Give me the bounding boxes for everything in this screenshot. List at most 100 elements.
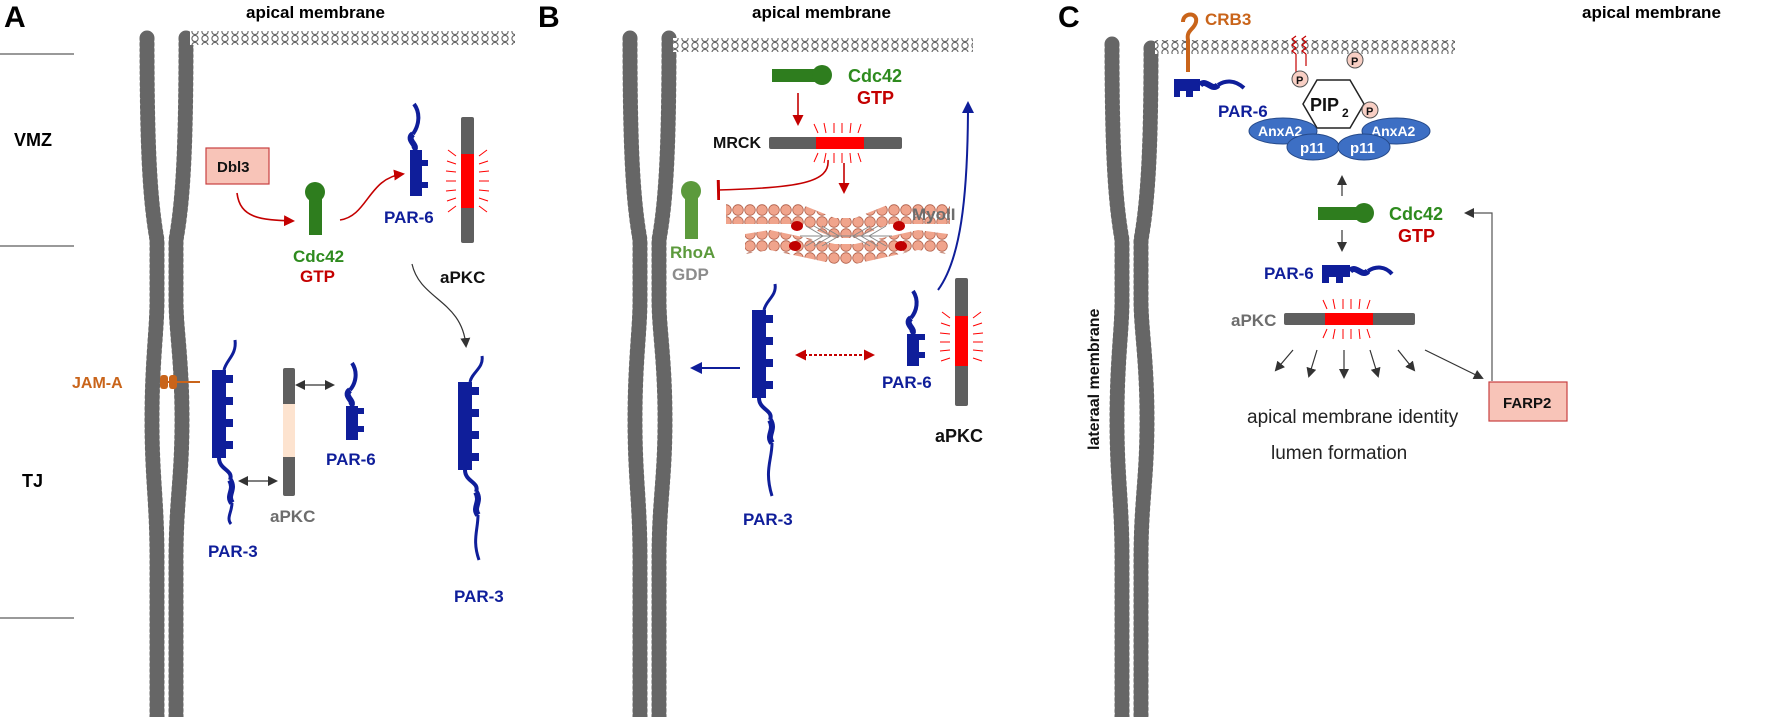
lipid-tails <box>1291 35 1307 76</box>
lateral-membrane-left <box>622 30 648 717</box>
par6-protein-c-top <box>1174 79 1246 97</box>
apical-membrane-label-c: apical membrane <box>1582 3 1721 22</box>
p11-right <box>1337 133 1391 161</box>
mrck-activity-rays <box>813 122 862 164</box>
apkc-to-par3-arrow <box>411 263 471 348</box>
phosphate-3-label: P <box>1366 106 1373 118</box>
farp2-box <box>1488 381 1568 422</box>
mrck-active-domain <box>816 137 864 149</box>
rhoa-stalk <box>685 194 698 239</box>
farp2-label: FARP2 <box>1503 395 1551 412</box>
apical-membrane-label-a: apical membrane <box>246 3 385 22</box>
cdc42-label-a: Cdc42 <box>293 247 344 266</box>
cdc42-to-par6-arrow <box>339 169 405 221</box>
apkc-label-a-mid: aPKC <box>270 507 315 526</box>
pip2-hexagon <box>1302 79 1365 129</box>
zone-label-tj: TJ <box>22 471 43 491</box>
gdp-label: GDP <box>672 265 709 284</box>
gtp-label-c: GTP <box>1398 226 1435 246</box>
apkc-activity-rays-c <box>1322 298 1371 340</box>
cdc42-head <box>305 182 325 202</box>
lateral-membrane-label: lateraal membrane <box>1086 308 1103 450</box>
lateral-membrane-left <box>139 30 165 717</box>
par6-protein-top <box>407 102 428 196</box>
phosphate-2 <box>1346 51 1364 69</box>
par3-protein-left <box>212 339 237 525</box>
pip2-label: PIP <box>1310 95 1339 115</box>
apkc-label-a-top: aPKC <box>440 268 485 287</box>
cdc42-head-b <box>812 65 832 85</box>
myoii-label: MyoII <box>912 205 955 224</box>
farp2-to-cdc42-arrow <box>1464 208 1493 381</box>
cdc42-label-b: Cdc42 <box>848 66 902 86</box>
panel-letter-b: B <box>538 1 560 34</box>
zone-label-vmz: VMZ <box>14 130 52 150</box>
anxa2-left-label: AnxA2 <box>1258 123 1303 139</box>
lateral-membrane-right <box>1133 40 1159 717</box>
apkc-active-domain-top <box>461 154 474 208</box>
rhoa-head <box>681 181 701 201</box>
par6-label-a-top: PAR-6 <box>384 208 434 227</box>
cdc42-head-c <box>1354 203 1374 223</box>
par3-label-b: PAR-3 <box>743 510 793 529</box>
rhoa-label: RhoA <box>670 243 715 262</box>
mrck-inhibits-rhoa <box>716 159 829 201</box>
par6-label-a-mid: PAR-6 <box>326 450 376 469</box>
lateral-membrane-right <box>168 30 194 717</box>
apkc-activity-rays-top <box>445 149 490 213</box>
par6-protein-mid <box>344 361 364 440</box>
panel-c: C apical membrane lateraal membrane CRB3… <box>1058 1 1721 717</box>
phosphate-1-label: P <box>1296 75 1303 87</box>
par6-protein-c-mid <box>1322 265 1394 283</box>
lateral-membrane-left <box>1104 36 1130 717</box>
apical-membrane-a <box>190 31 515 45</box>
apical-membrane-label-b: apical membrane <box>752 3 891 22</box>
cdc42-stalk-b <box>772 69 817 82</box>
jama-protein <box>160 375 200 389</box>
phosphate-2-label: P <box>1351 56 1358 68</box>
pip2-subscript: 2 <box>1342 106 1349 120</box>
par6-label-c-top: PAR-6 <box>1218 102 1268 121</box>
cdc42-stalk <box>309 194 322 235</box>
apkc-active-domain-b <box>955 316 968 366</box>
dbl3-label: Dbl3 <box>217 159 250 176</box>
par3-label-a-left: PAR-3 <box>208 542 258 561</box>
phosphate-3 <box>1361 101 1379 119</box>
par3-protein-b <box>752 283 777 497</box>
myosin-ii-filament <box>726 204 950 264</box>
cdc42-label-c: Cdc42 <box>1389 204 1443 224</box>
phosphate-1 <box>1291 70 1309 88</box>
jama-label: JAM-A <box>72 375 123 392</box>
apkc-inactive-domain-mid <box>283 404 295 457</box>
apkc-label-b: aPKC <box>935 426 983 446</box>
anxa2-right-label: AnxA2 <box>1371 123 1416 139</box>
par6-label-c-mid: PAR-6 <box>1264 264 1314 283</box>
apkc-output-arrows <box>1274 349 1484 379</box>
panel-b: B apical membrane Cdc42 GTP MRCK RhoA GD… <box>538 1 984 717</box>
p11-right-label: p11 <box>1350 140 1375 157</box>
outcome-lumen-formation: lumen formation <box>1271 443 1407 464</box>
panel-a: A apical membrane VMZ TJ Dbl3 Cdc42 GTP … <box>0 1 515 717</box>
par6-label-b: PAR-6 <box>882 373 932 392</box>
gtp-label-b: GTP <box>857 88 894 108</box>
outcome-apical-identity: apical membrane identity <box>1247 407 1459 428</box>
dbl3-to-cdc42-arrow <box>236 192 295 227</box>
par6-protein-b <box>905 289 925 366</box>
crb3-label: CRB3 <box>1205 10 1251 29</box>
apkc-to-apical-arrow <box>937 101 974 291</box>
panel-letter-c: C <box>1058 1 1080 34</box>
mrck-label: MRCK <box>713 135 761 152</box>
panel-letter-a: A <box>4 1 26 34</box>
apkc-active-domain-c <box>1325 313 1373 325</box>
dbl3-box <box>205 147 270 185</box>
p11-left-label: p11 <box>1300 140 1325 157</box>
gtp-label-a: GTP <box>300 267 335 286</box>
crb3-protein <box>1181 12 1199 72</box>
par3-protein-right <box>458 355 484 561</box>
lateral-membrane-right <box>651 30 677 717</box>
apkc-label-c: aPKC <box>1231 311 1276 330</box>
cdc42-stalk-c <box>1318 207 1358 220</box>
par3-label-a-right: PAR-3 <box>454 587 504 606</box>
apkc-activity-rays-b <box>939 311 984 362</box>
